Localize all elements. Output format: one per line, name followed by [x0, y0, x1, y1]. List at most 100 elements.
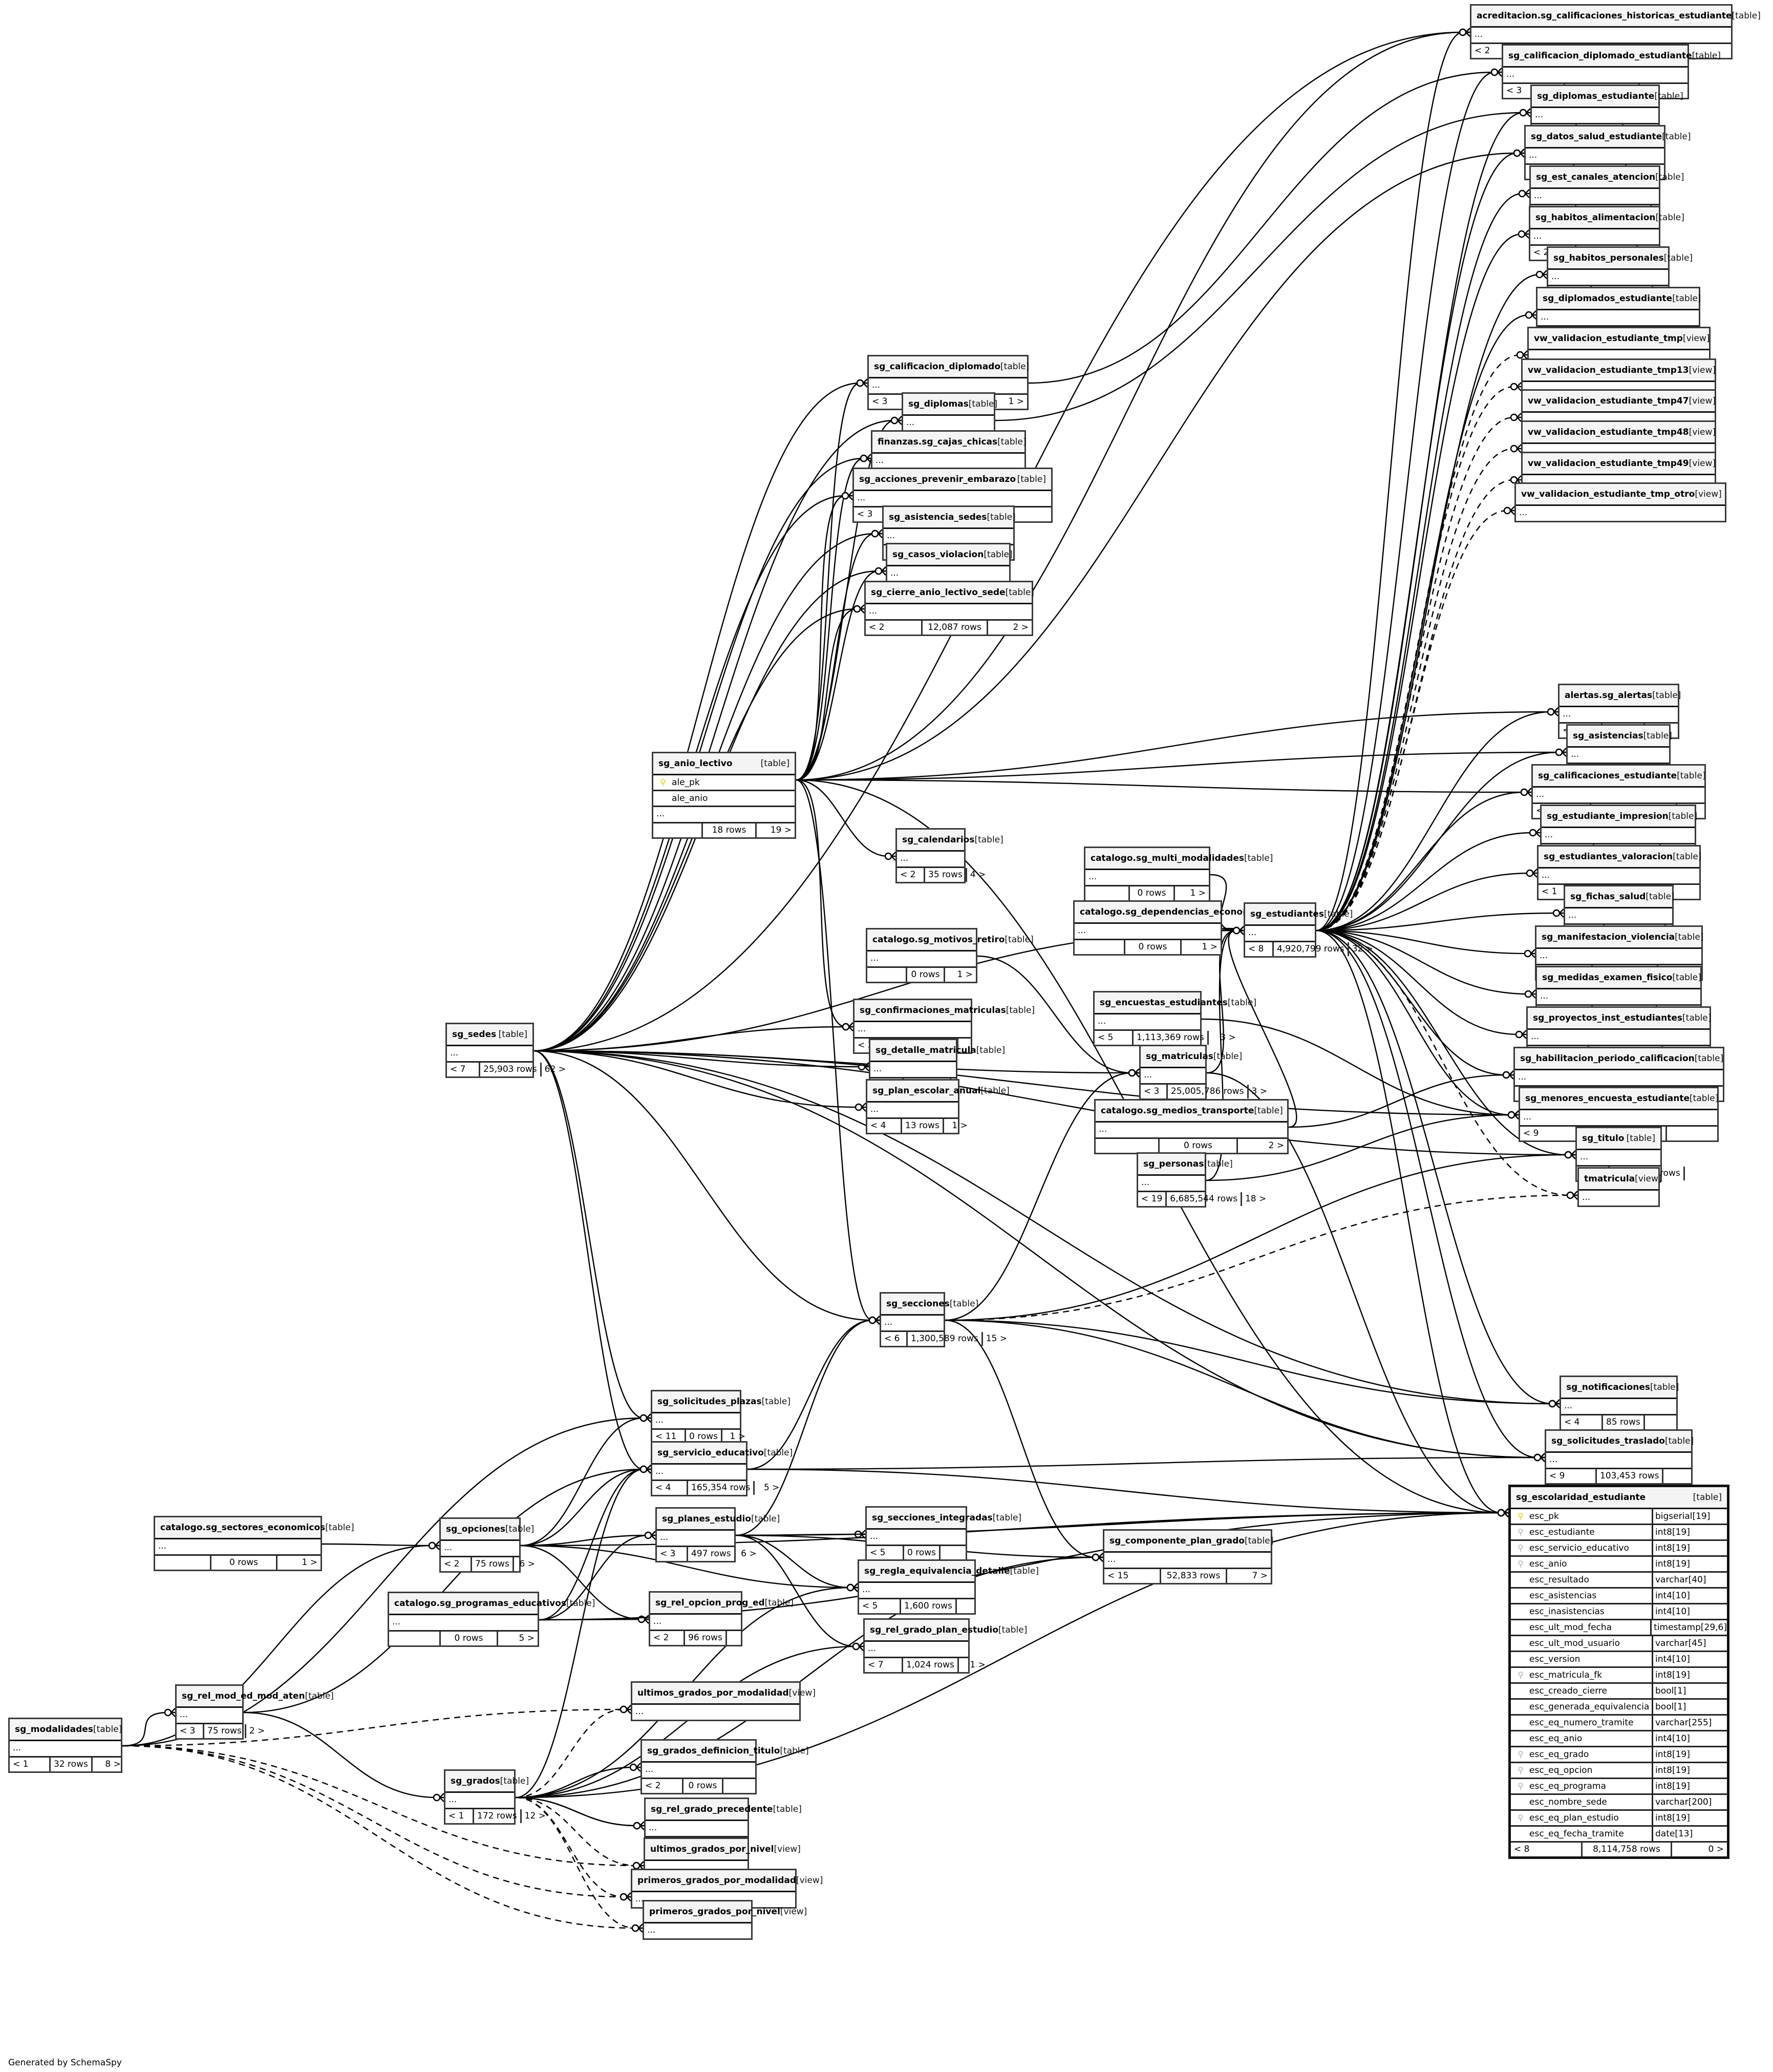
column-row[interactable]: ⚲ esc_ult_mod_fecha timestamp[29,6] — [1511, 1620, 1727, 1636]
column-row[interactable]: ⚲ esc_inasistencias int4[10] — [1511, 1604, 1727, 1620]
parent-count-link[interactable]: < 3 — [177, 1724, 204, 1738]
table-name[interactable]: catalogo.sg_motivos_retiro — [872, 935, 1005, 945]
child-count-link[interactable]: 19 > — [770, 825, 792, 835]
table-header[interactable]: sg_fichas_salud [table] — [1565, 886, 1675, 908]
table-name[interactable]: vw_validacion_estudiante_tmp48 — [1528, 427, 1689, 437]
table-name[interactable]: sg_solicitudes_plazas — [657, 1397, 762, 1407]
column-row[interactable]: ⚲ esc_servicio_educativo int8[19] — [1511, 1541, 1727, 1557]
table-node-ult-mod[interactable]: ultimos_grados_por_modalidad [view]... — [631, 1681, 816, 1721]
table-header[interactable]: sg_calificaciones_estudiante [table] — [1533, 766, 1705, 788]
table-name[interactable]: sg_modalidades — [15, 1724, 93, 1735]
table-node-prim-nivel[interactable]: primeros_grados_por_nivel [view]... — [643, 1900, 807, 1940]
child-count-link[interactable]: 1 > — [952, 1120, 968, 1131]
table-name[interactable]: catalogo.sg_programas_educativos — [394, 1598, 566, 1609]
table-header[interactable]: sg_menores_encuesta_estudiante [table] — [1520, 1088, 1718, 1110]
table-name[interactable]: acreditacion.sg_calificaciones_historica… — [1477, 11, 1732, 21]
table-node-sedes[interactable]: sg_sedes [table]... < 7 25,903 rows 62 > — [445, 1023, 566, 1078]
column-row[interactable]: ⚲ esc_eq_grado int8[19] — [1511, 1747, 1727, 1763]
parent-count-link[interactable]: < 8 — [1511, 1843, 1583, 1856]
table-header[interactable]: sg_habilitacion_periodo_calificacion [ta… — [1515, 1048, 1723, 1070]
table-header[interactable]: sg_estudiantes_valoracion [table] — [1539, 847, 1701, 869]
table-name[interactable]: sg_grados_definicion_titulo — [647, 1746, 780, 1756]
table-name[interactable]: sg_calificaciones_estudiante — [1538, 771, 1677, 781]
column-row[interactable]: ⚲ esc_creado_cierre bool[1] — [1511, 1684, 1727, 1700]
parent-count-link[interactable] — [155, 1556, 211, 1570]
table-header[interactable]: sg_cierre_anio_lectivo_sede [table] — [866, 582, 1034, 604]
table-header[interactable]: primeros_grados_por_nivel [view] — [644, 1901, 807, 1923]
table-node-anio-lectivo[interactable]: sg_anio_lectivo [table] ⚲ ale_pk ⚲ ale_a… — [652, 752, 796, 839]
child-count-link[interactable] — [1663, 1469, 1702, 1483]
table-header[interactable]: sg_asistencia_sedes [table] — [884, 507, 1016, 529]
table-node-secc-integ[interactable]: sg_secciones_integradas [table]... < 5 0… — [865, 1506, 1021, 1561]
table-header[interactable]: catalogo.sg_programas_educativos [table] — [389, 1593, 595, 1615]
table-node-secciones[interactable]: sg_secciones [table]... < 6 1,300,589 ro… — [880, 1292, 1007, 1347]
table-header[interactable]: sg_servicio_educativo [table] — [652, 1443, 793, 1465]
table-name[interactable]: ultimos_grados_por_nivel — [650, 1844, 774, 1854]
table-node-programas[interactable]: catalogo.sg_programas_educativos [table]… — [388, 1592, 595, 1647]
table-node-regla-eq[interactable]: sg_regla_equivalencia_detalle [table]...… — [858, 1559, 1039, 1615]
table-header[interactable]: sg_estudiantes [table] — [1245, 904, 1353, 926]
table-header[interactable]: sg_rel_mod_ed_mod_aten [table] — [177, 1686, 334, 1708]
table-header[interactable]: vw_validacion_estudiante_tmp48 [view] — [1523, 422, 1716, 444]
table-name[interactable]: sg_proyectos_inst_estudiantes — [1533, 1013, 1683, 1023]
table-header[interactable]: sg_estudiante_impresion [table] — [1542, 806, 1697, 828]
child-count-link[interactable]: 7 > — [1252, 1571, 1268, 1581]
table-name[interactable]: sg_casos_violacion — [892, 549, 984, 560]
child-count-link[interactable]: 2 > — [249, 1726, 265, 1736]
parent-count-link[interactable]: < 4 — [1561, 1415, 1603, 1429]
table-header[interactable]: sg_notificaciones [table] — [1561, 1377, 1679, 1399]
table-node-dep-econ[interactable]: catalogo.sg_dependencias_economica [tabl… — [1073, 900, 1295, 956]
child-count-link[interactable] — [1685, 1167, 1710, 1180]
table-name[interactable]: sg_habitos_personales — [1553, 253, 1664, 263]
table-name[interactable]: sg_calendarios — [902, 835, 975, 845]
table-name[interactable]: finanzas.sg_cajas_chicas — [878, 437, 998, 447]
table-header[interactable]: sg_grados_definicion_titulo [table] — [642, 1741, 809, 1763]
table-node-sol-plazas[interactable]: sg_solicitudes_plazas [table]... < 11 0 … — [651, 1390, 791, 1445]
parent-count-link[interactable]: < 4 — [867, 1119, 902, 1133]
parent-count-link[interactable]: < 1 — [10, 1758, 51, 1771]
table-header[interactable]: sg_componente_plan_grado [table] — [1104, 1531, 1273, 1553]
table-header[interactable]: sg_anio_lectivo [table] — [653, 753, 795, 775]
table-name[interactable]: sg_diplomas — [908, 399, 969, 409]
parent-count-link[interactable] — [1096, 1139, 1160, 1153]
child-count-link[interactable]: 8 > — [105, 1759, 121, 1769]
table-node-personas[interactable]: sg_personas [table]... < 19 6,685,544 ro… — [1137, 1152, 1266, 1208]
column-row[interactable]: ⚲ esc_asistencias int4[10] — [1511, 1589, 1727, 1604]
table-header[interactable]: sg_confirmaciones_matriculas [table] — [855, 1000, 1035, 1022]
table-name[interactable]: vw_validacion_estudiante_tmp49 — [1528, 458, 1689, 469]
column-row[interactable]: ⚲ esc_generada_equivalencia bool[1] — [1511, 1700, 1727, 1716]
table-node-cierre-anio[interactable]: sg_cierre_anio_lectivo_sede [table]... <… — [864, 581, 1034, 636]
table-name[interactable]: sg_rel_grado_precedente — [651, 1804, 773, 1814]
table-header[interactable]: primeros_grados_por_modalidad [view] — [632, 1870, 823, 1892]
table-node-planes-est[interactable]: sg_planes_estudio [table]... < 3 497 row… — [655, 1507, 780, 1562]
column-row[interactable]: ⚲ esc_eq_plan_estudio int8[19] — [1511, 1811, 1727, 1827]
table-header[interactable]: sg_sedes [table] — [447, 1024, 532, 1046]
table-name[interactable]: sg_encuestas_estudiantes — [1100, 998, 1228, 1008]
parent-count-link[interactable]: < 3 — [1141, 1085, 1168, 1098]
child-count-link[interactable] — [1667, 1127, 1717, 1140]
table-header[interactable]: vw_validacion_estudiante_tmp [view] — [1529, 328, 1710, 350]
table-name[interactable]: sg_secciones — [886, 1299, 950, 1309]
table-name[interactable]: sg_fichas_salud — [1570, 892, 1646, 902]
table-node-comp-plan[interactable]: sg_componente_plan_grado [table]... < 15… — [1103, 1529, 1273, 1584]
table-node-escolaridad[interactable]: sg_escolaridad_estudiante [table] ⚲ esc_… — [1508, 1485, 1729, 1859]
parent-count-link[interactable] — [653, 823, 703, 837]
table-header[interactable]: sg_diplomas [table] — [903, 394, 997, 416]
table-name[interactable]: sg_detalle_matricula — [875, 1045, 976, 1055]
table-header[interactable]: vw_validacion_estudiante_tmp_otro [view] — [1516, 484, 1725, 506]
table-name[interactable]: catalogo.sg_multi_modalidades — [1091, 853, 1244, 863]
table-header[interactable]: catalogo.sg_dependencias_economica [tabl… — [1075, 902, 1295, 924]
table-name[interactable]: sg_planes_estudio — [662, 1514, 752, 1524]
table-name[interactable]: sg_acciones_prevenir_embarazo — [859, 474, 1016, 484]
table-header[interactable]: sg_encuestas_estudiantes [table] — [1095, 992, 1256, 1014]
table-header[interactable]: sg_solicitudes_plazas [table] — [652, 1391, 791, 1413]
table-node-grados[interactable]: sg_grados [table]... < 1 172 rows 12 > — [444, 1769, 546, 1825]
parent-count-link[interactable]: < 5 — [867, 1546, 904, 1560]
table-name[interactable]: sg_servicio_educativo — [657, 1448, 764, 1458]
column-row[interactable]: ⚲ esc_nombre_sede varchar[200] — [1511, 1795, 1727, 1811]
table-header[interactable]: sg_rel_opcion_prog_ed [table] — [650, 1593, 794, 1615]
parent-count-link[interactable] — [1075, 940, 1125, 954]
column-row[interactable]: ⚲ esc_eq_anio int4[10] — [1511, 1731, 1727, 1747]
table-name[interactable]: sg_diplomados_estudiante — [1543, 293, 1673, 304]
parent-count-link[interactable]: < 8 — [1245, 942, 1274, 956]
